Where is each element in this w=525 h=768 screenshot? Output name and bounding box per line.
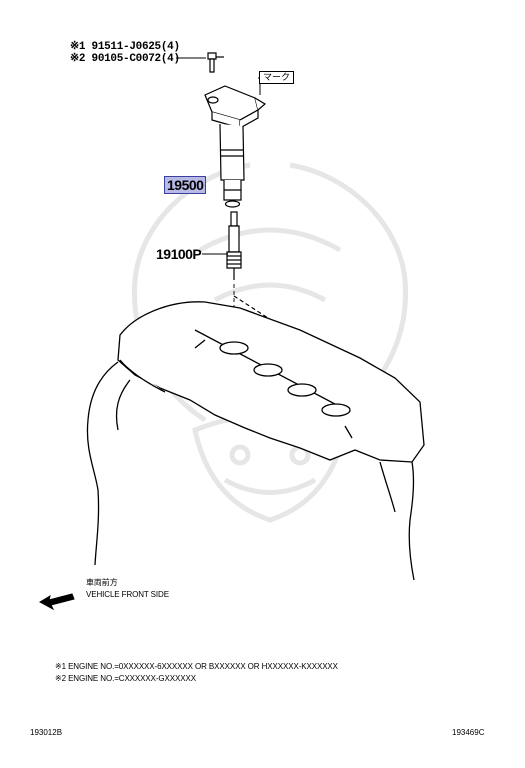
bolt-icon	[207, 52, 224, 73]
part-number-coil[interactable]: 19500	[164, 176, 207, 194]
direction-label-jp: 車両前方	[86, 578, 118, 587]
engine-note-1: ※1 ENGINE NO.=0XXXXXX-6XXXXXX OR BXXXXXX…	[55, 662, 338, 671]
bolt-ref-1-mark: ※1	[70, 41, 86, 53]
bolt-ref-2: ※2 90105-C0072(4)	[70, 54, 180, 65]
bolt-ref-2-part[interactable]: 90105-C0072(4)	[91, 53, 181, 65]
footer-code-right: 193469C	[452, 728, 485, 737]
direction-label-en: VEHICLE FRONT SIDE	[86, 590, 169, 599]
engine-block-outline	[86, 361, 415, 581]
spark-plug-icon	[226, 211, 242, 280]
mark-label: マーク	[259, 71, 295, 84]
ignition-coil-icon	[204, 85, 267, 208]
bolt-ref-2-mark: ※2	[70, 53, 86, 65]
front-direction-arrow-icon	[38, 593, 75, 611]
bolt-ref-1-part[interactable]: 91511-J0625(4)	[91, 41, 181, 53]
part-number-spark-plug[interactable]: 19100P	[156, 246, 202, 262]
bolt-ref-1: ※1 91511-J0625(4)	[70, 42, 180, 53]
engine-head-icon	[117, 301, 425, 463]
footer-code-left: 193012B	[30, 728, 63, 737]
engine-note-2: ※2 ENGINE NO.=CXXXXXX-GXXXXXX	[55, 674, 196, 683]
